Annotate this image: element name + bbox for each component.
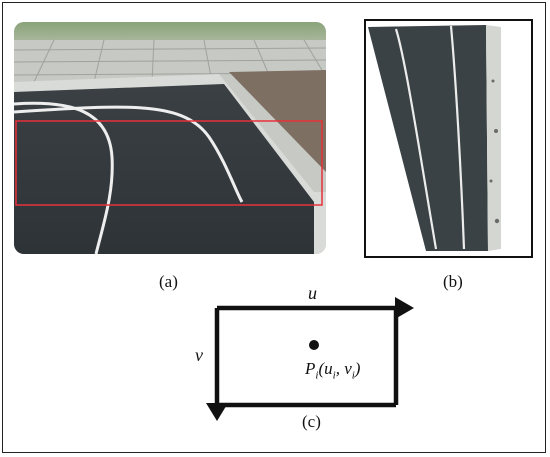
panel-b-frame xyxy=(364,19,533,258)
point-label: Pi(ui, vi) xyxy=(305,359,361,382)
point-icon xyxy=(309,340,319,350)
panel-a-camera-image xyxy=(14,22,326,254)
panel-c-label: (c) xyxy=(302,412,321,431)
warped-road xyxy=(368,25,488,251)
panel-a-illustration xyxy=(14,22,326,254)
panel-b-label: (b) xyxy=(443,272,463,291)
arrow-right-icon xyxy=(395,297,414,319)
panel-b-birdseye-image xyxy=(368,25,501,251)
warped-curb xyxy=(486,25,501,251)
grass-strip xyxy=(14,22,326,40)
panel-a-label: (a) xyxy=(159,272,178,291)
u-axis-label: u xyxy=(308,283,317,303)
v-axis-label: v xyxy=(195,345,203,365)
lane-lines xyxy=(14,101,244,254)
warped-lane-lines xyxy=(394,25,466,250)
road-surface xyxy=(14,84,314,254)
curb-specks xyxy=(489,79,500,224)
arrow-down-icon xyxy=(206,403,228,421)
figure-frame xyxy=(2,2,546,453)
roi-rectangle xyxy=(15,120,323,206)
